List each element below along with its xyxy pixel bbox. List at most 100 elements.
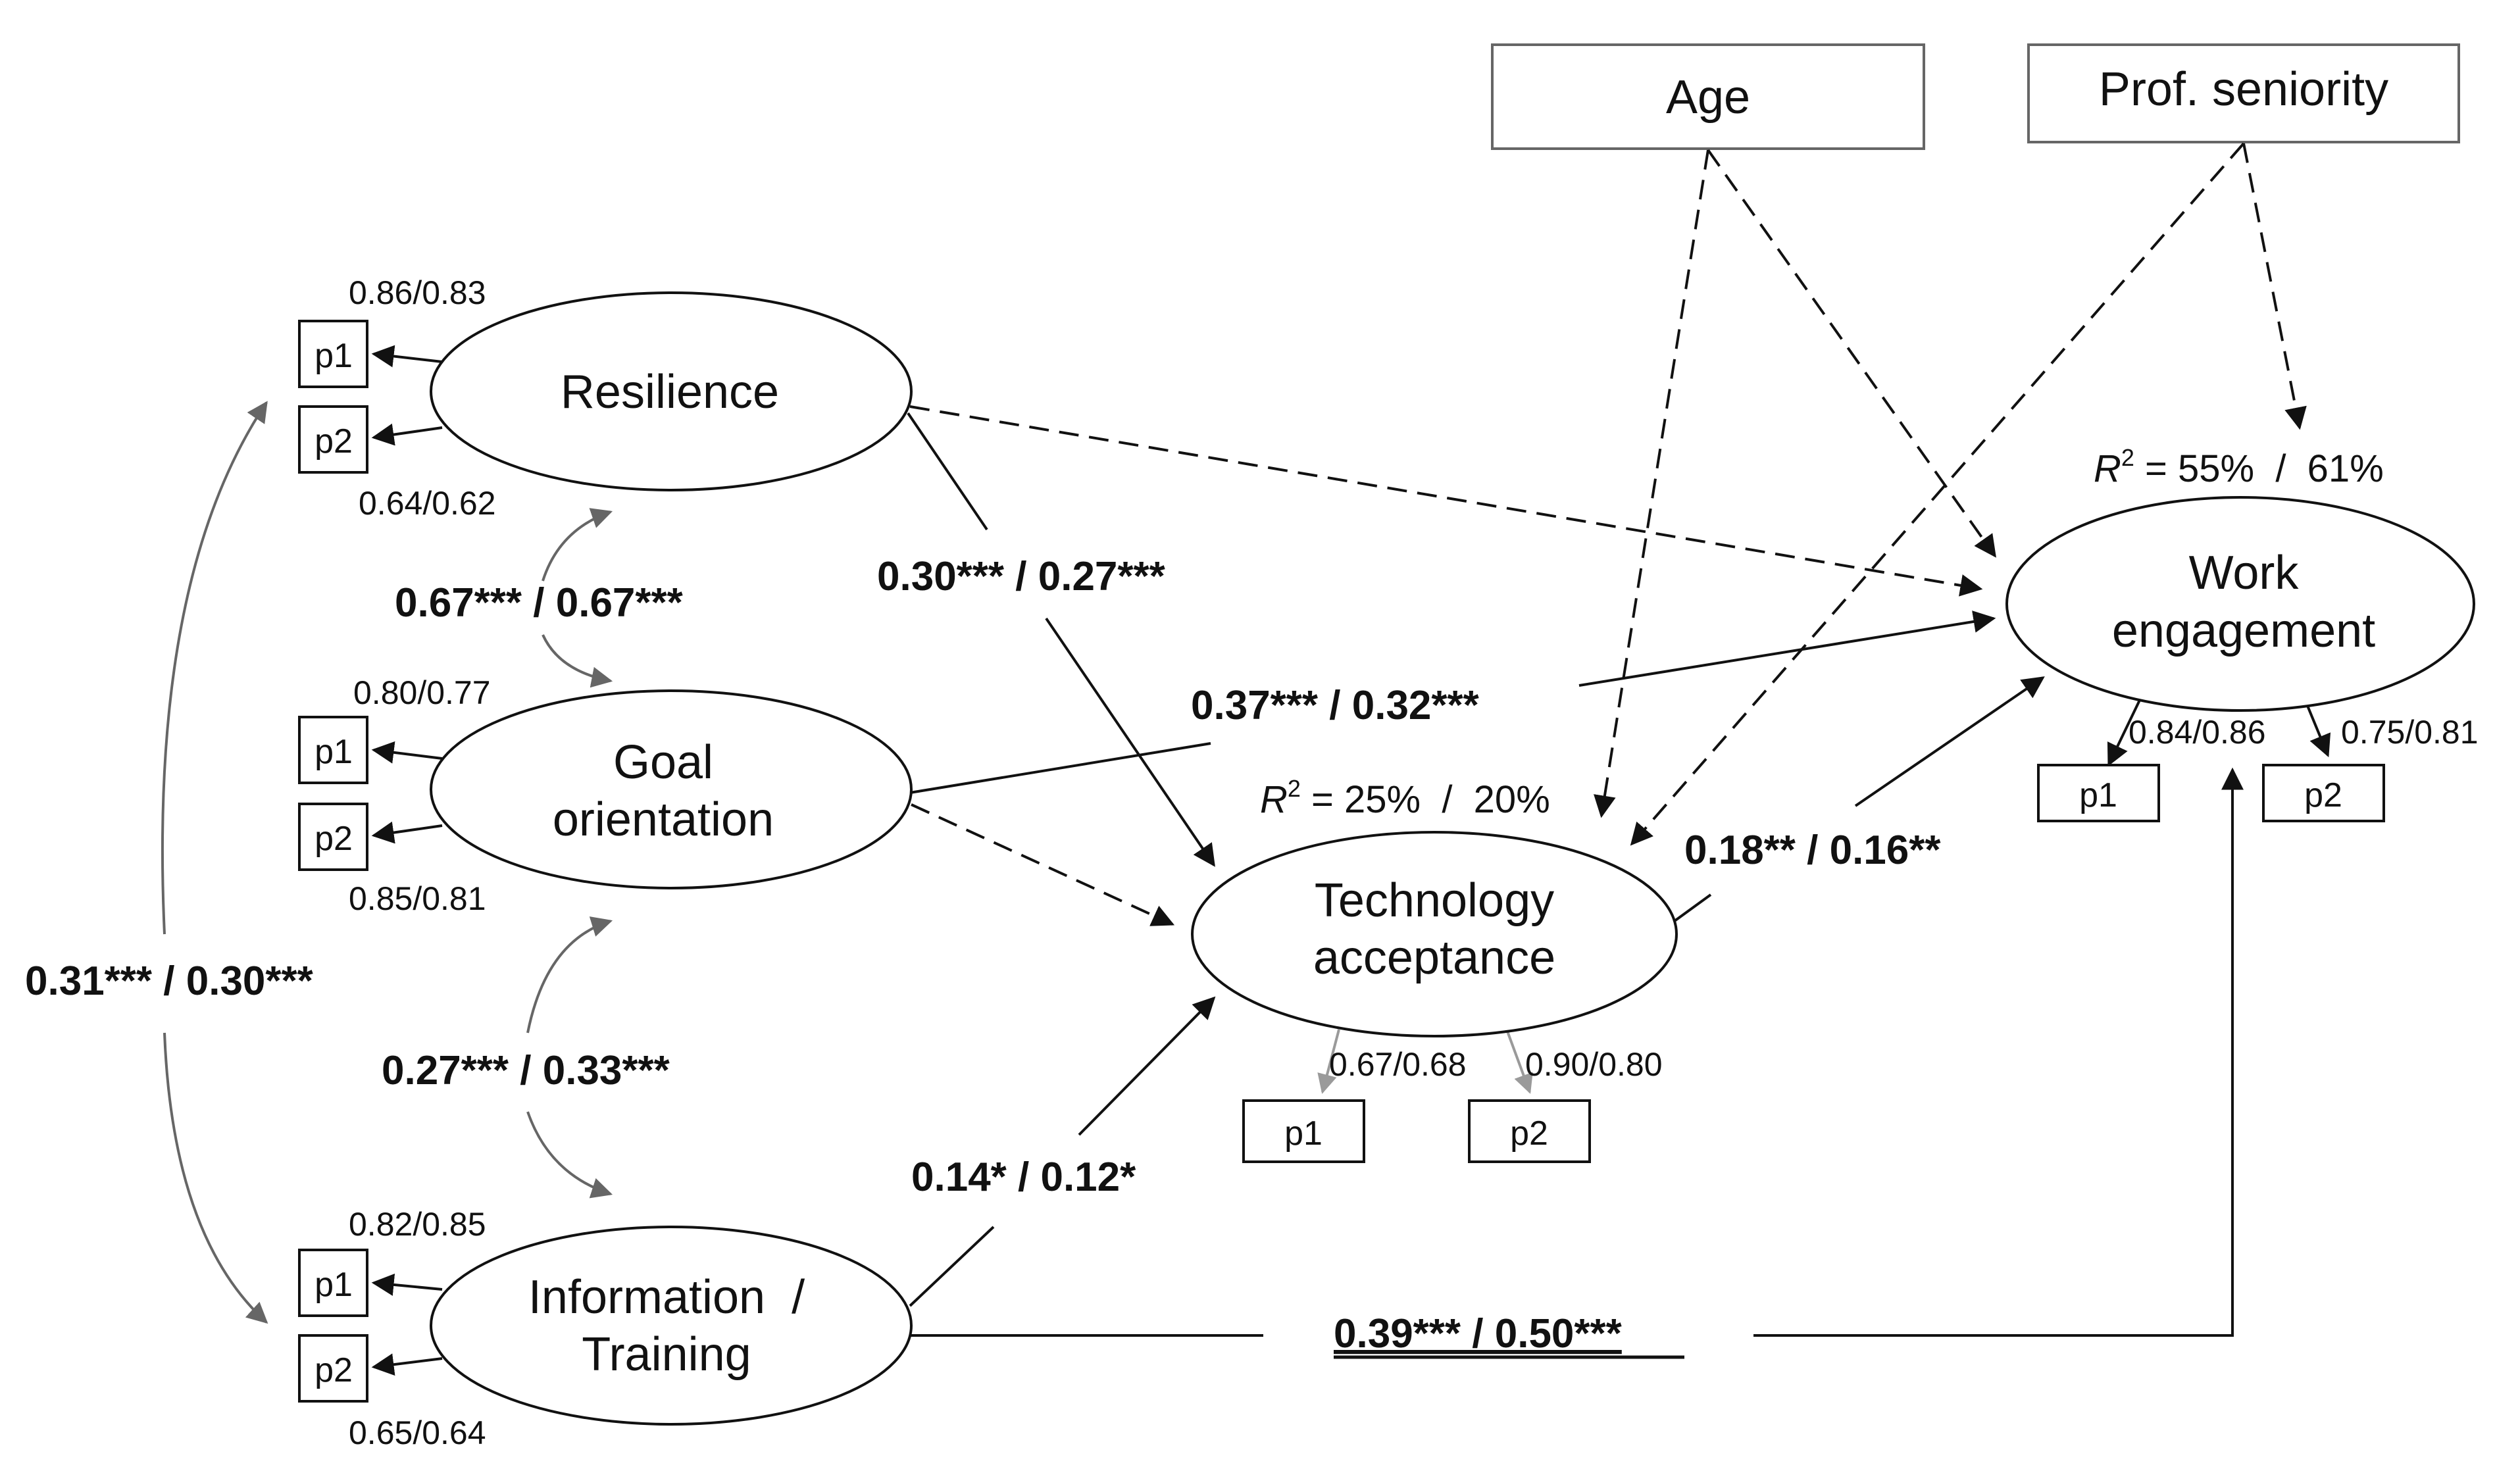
loading-values: 0.86/0.83 0.64/0.62 0.80/0.77 0.85/0.81 … <box>349 274 2479 1451</box>
r-squared-tech-sup: 2 <box>1288 775 1301 802</box>
r-squared-work-symbol: R <box>2094 447 2121 490</box>
work-p2-arrow <box>2305 702 2331 758</box>
resilience-p2-arrow <box>371 423 443 446</box>
info-p1-arrow <box>371 1274 443 1296</box>
control-age-label: Age <box>1666 71 1750 124</box>
indicators-work: p1 p2 <box>2037 764 2385 822</box>
structural-paths <box>907 412 2244 1337</box>
r-squared-work: R2 = 55% / 61% <box>2094 444 2384 490</box>
coef-goal-work: 0.37*** / 0.32*** <box>1191 683 1480 728</box>
latent-resilience-label: Resilience <box>561 366 779 418</box>
control-seniority-label: Prof. seniority <box>2099 63 2388 116</box>
goal-to-tech-path <box>911 803 1175 926</box>
covariance-arcs <box>161 401 613 1324</box>
r-squared-tech-value: = 25% / 20% <box>1301 778 1550 821</box>
seniority-to-work-path <box>2242 143 2307 430</box>
info-to-work-path-b <box>1753 767 2244 1337</box>
indicators-goal: p1 p2 <box>298 716 368 871</box>
tech-p1-box <box>1242 1099 1365 1163</box>
control-age-box <box>1491 43 1925 150</box>
coef-info-work: 0.39*** / 0.50*** <box>1334 1311 1623 1357</box>
resilience-p1-arrow <box>371 345 443 368</box>
res-to-tech-path-b <box>1045 617 1215 867</box>
coef-res-tech: 0.30*** / 0.27*** <box>877 554 1166 599</box>
tech-to-work-path-a <box>1673 893 1712 922</box>
tech-p2-arrow <box>1505 1029 1533 1094</box>
goal-to-work-path-a <box>909 742 1211 794</box>
latent-info-label-2: Training <box>582 1328 751 1381</box>
res-info-cov-lower <box>163 1032 268 1324</box>
latent-work-ellipse <box>2005 496 2475 712</box>
age-to-work-path <box>1707 149 1996 558</box>
work-p2-box <box>2262 764 2385 822</box>
res-goal-cov-upper <box>542 508 613 582</box>
resilience-p1-label: p1 <box>315 337 353 375</box>
loading-tech-p2: 0.90/0.80 <box>1525 1046 1663 1083</box>
info-p1-label: p1 <box>315 1266 353 1304</box>
coef-res-info: 0.31*** / 0.30*** <box>25 959 314 1004</box>
tech-p1-arrow <box>1317 1029 1340 1094</box>
latent-goal-ellipse <box>430 689 913 889</box>
latent-resilience-ellipse <box>430 291 913 491</box>
latent-goal-orientation: Goal orientation <box>430 689 913 889</box>
latent-technology-acceptance: Technology acceptance <box>1191 831 1678 1037</box>
indicators-tech: p1 p2 <box>1242 1099 1591 1163</box>
goal-p1-arrow <box>371 741 443 764</box>
goal-info-cov-upper <box>526 916 613 1033</box>
tech-p2-box <box>1468 1099 1591 1163</box>
control-age: Age <box>1491 43 1925 150</box>
coef-info-tech: 0.14* / 0.12* <box>911 1155 1136 1200</box>
coef-res-goal: 0.67*** / 0.67*** <box>395 580 684 626</box>
control-seniority-box <box>2027 43 2460 143</box>
loading-work-p1: 0.84/0.86 <box>2129 714 2266 751</box>
control-seniority: Prof. seniority <box>2027 43 2460 143</box>
tech-to-work-path-b <box>1854 676 2045 807</box>
age-to-tech-path <box>1594 149 1709 818</box>
r-squared-work-sup: 2 <box>2121 444 2134 471</box>
res-goal-cov-lower <box>542 634 613 688</box>
seniority-to-tech-path <box>1630 142 2245 846</box>
work-p1-box <box>2037 764 2160 822</box>
loading-goal-p1: 0.80/0.77 <box>353 674 491 711</box>
latent-tech-ellipse <box>1191 831 1678 1037</box>
res-to-tech-path-a <box>907 412 988 531</box>
indicators-info: p1 p2 <box>298 1249 368 1403</box>
r-squared-tech-symbol: R <box>1260 778 1288 821</box>
info-to-tech-path-b <box>1078 996 1216 1136</box>
goal-p1-box <box>298 716 368 784</box>
loading-info-p2: 0.65/0.64 <box>349 1414 486 1451</box>
latent-work-label-1: Work <box>2189 547 2300 599</box>
loading-arrows <box>371 345 2331 1376</box>
latent-goal-label-2: orientation <box>553 793 774 846</box>
latent-info-ellipse <box>430 1226 913 1426</box>
work-p1-arrow <box>2107 695 2143 767</box>
loading-goal-p2: 0.85/0.81 <box>349 880 486 917</box>
loading-tech-p1: 0.67/0.68 <box>1329 1046 1467 1083</box>
goal-p2-label: p2 <box>315 820 353 858</box>
work-p2-label: p2 <box>2304 776 2342 814</box>
loading-info-p1: 0.82/0.85 <box>349 1206 486 1243</box>
goal-to-work-path-b <box>1578 610 1996 687</box>
info-p1-box <box>298 1249 368 1317</box>
indicators-resilience: p1 p2 <box>298 320 368 474</box>
resilience-p1-box <box>298 320 368 388</box>
coef-tech-work: 0.18** / 0.16** <box>1684 828 1941 873</box>
latent-information-training: Information / Training <box>430 1226 913 1426</box>
r-squared-work-value: = 55% / 61% <box>2134 447 2384 490</box>
goal-info-cov-lower <box>526 1111 613 1199</box>
work-p1-label: p1 <box>2079 776 2117 814</box>
resilience-p2-box <box>298 405 368 474</box>
latent-tech-label-1: Technology <box>1315 874 1554 927</box>
goal-p2-arrow <box>371 821 443 844</box>
loading-resilience-p2: 0.64/0.62 <box>359 485 496 522</box>
coef-goal-info: 0.27*** / 0.33*** <box>382 1048 670 1093</box>
latent-goal-label-1: Goal <box>613 736 713 789</box>
path-coefficients: 0.67*** / 0.67*** 0.27*** / 0.33*** 0.31… <box>25 554 1941 1359</box>
info-p2-arrow <box>371 1353 443 1376</box>
latent-resilience: Resilience <box>430 291 913 491</box>
res-info-cov-upper <box>161 401 268 935</box>
latent-work-label-2: engagement <box>2112 605 2375 657</box>
resilience-p2-label: p2 <box>315 422 353 461</box>
loading-resilience-p1: 0.86/0.83 <box>349 274 486 311</box>
tech-p2-label: p2 <box>1510 1114 1548 1153</box>
